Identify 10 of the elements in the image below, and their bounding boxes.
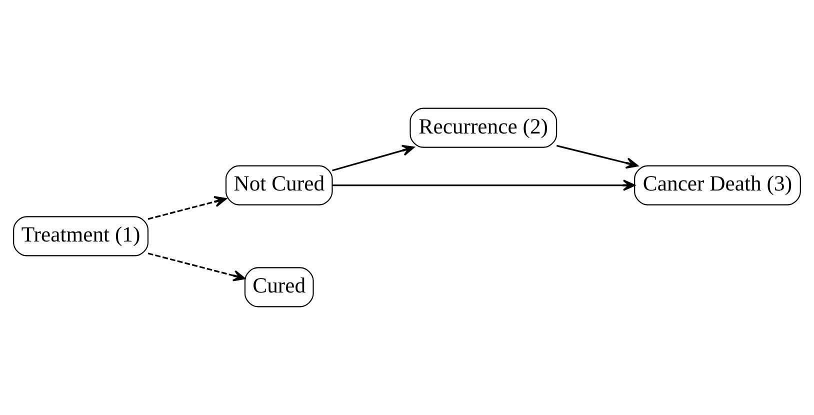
node-box: Cancer Death (3) [634,165,801,206]
node-box: Cured [244,267,314,308]
node-box: Recurrence (2) [410,108,558,148]
arrow [556,144,638,169]
node-box: Treatment (1) [13,216,149,256]
node-box: Not Cured [225,165,333,206]
arrow [148,196,227,220]
arrow [148,252,246,282]
arrow [332,144,414,172]
arrow [332,180,636,191]
